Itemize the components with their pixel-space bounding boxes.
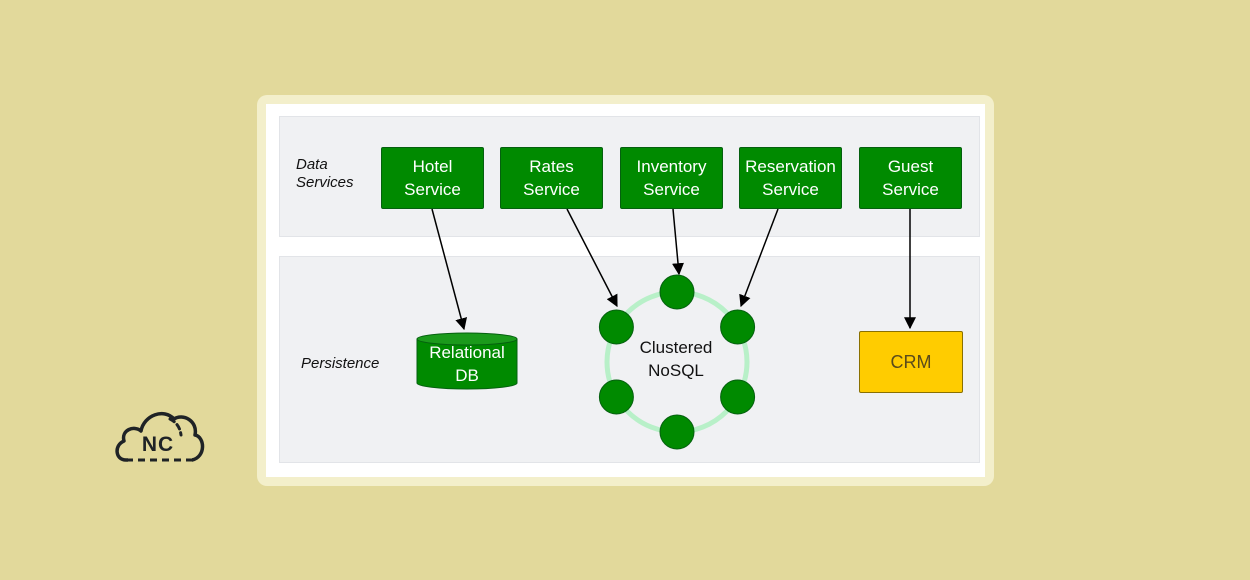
nosql-node <box>598 379 634 415</box>
hotel-service-box: Hotel Service <box>381 147 484 209</box>
reservation-service-box: Reservation Service <box>739 147 842 209</box>
nosql-label: Clustered NoSQL <box>639 338 713 380</box>
nosql-node <box>598 309 634 345</box>
guest-service-box: Guest Service <box>859 147 962 209</box>
rates-service-box: Rates Service <box>500 147 603 209</box>
arrow-reservation-to-nosql <box>739 208 779 308</box>
cloud-icon <box>115 411 205 462</box>
nosql-nodes <box>598 274 756 450</box>
nosql-node <box>659 274 695 310</box>
arrow-rates-to-nosql <box>566 208 618 308</box>
nc-cloud-logo: NC <box>115 411 205 463</box>
relational-db-label: Relational DB <box>429 343 505 385</box>
arrow-inventory-to-nosql <box>672 208 684 276</box>
inventory-service-box: Inventory Service <box>620 147 723 209</box>
logo-text: NC <box>142 433 174 456</box>
data-services-label: Data Services <box>296 156 354 191</box>
crm-box: CRM <box>859 331 963 393</box>
nosql-node <box>720 379 756 415</box>
arrow-hotel-to-relational-db <box>431 208 468 331</box>
persistence-label: Persistence <box>301 355 380 372</box>
nosql-node <box>659 414 695 450</box>
relational-db-cylinder <box>416 332 518 390</box>
nosql-node <box>720 309 756 345</box>
